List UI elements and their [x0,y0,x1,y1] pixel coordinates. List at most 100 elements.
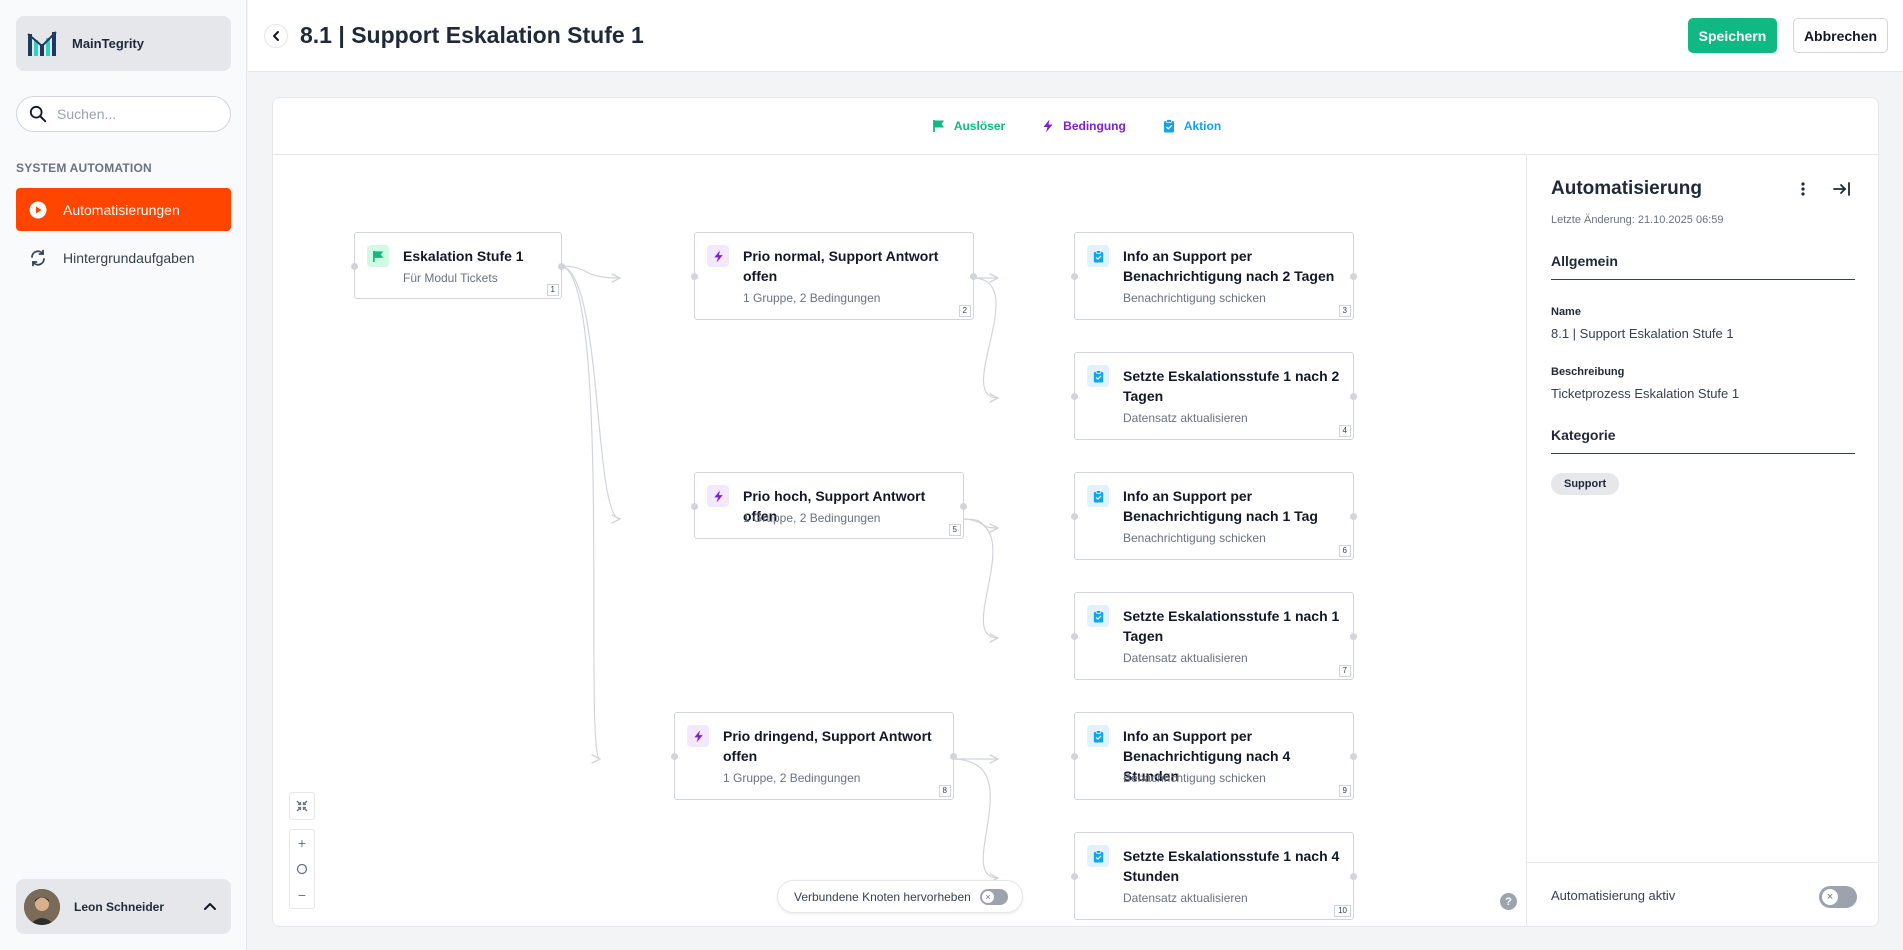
node-output-handle[interactable] [960,503,967,510]
fit-view-control [289,792,315,820]
section-label: SYSTEM AUTOMATION [16,161,152,175]
cancel-button[interactable]: Abbrechen [1793,18,1888,53]
node-number: 4 [1338,425,1351,437]
collapse-right-icon[interactable] [1833,181,1851,197]
section-general: Allgemein [1551,253,1855,280]
node-input-handle[interactable] [1071,753,1078,760]
node-output-handle[interactable] [950,753,957,760]
node-input-handle[interactable] [1071,513,1078,520]
node-subtitle: Für Modul Tickets [403,271,498,285]
category-chip[interactable]: Support [1551,473,1620,495]
user-menu[interactable]: Leon Schneider [16,879,231,934]
clipboard-icon [1087,245,1109,267]
legend-trigger: Auslöser [932,119,1005,133]
edge-1-8 [559,265,600,759]
node-input-handle[interactable] [691,503,698,510]
edge-8-10 [951,758,998,878]
node-subtitle: Datensatz aktualisieren [1123,891,1248,905]
node-number: 10 [1334,905,1351,917]
node-subtitle: Datensatz aktualisieren [1123,651,1248,665]
automation-panel: Auslöser Bedingung Aktion [272,97,1879,927]
node-title: Prio dringend, Support Antwort offen [723,728,932,764]
node-type-legend: Auslöser Bedingung Aktion [273,98,1878,155]
node-input-handle[interactable] [1071,393,1078,400]
bolt-icon [687,725,709,747]
flow-node-action[interactable]: Info an Support per Benachrichtigung nac… [1071,232,1357,320]
flow-node-condition[interactable]: Prio hoch, Support Antwort offen 1 Grupp… [691,472,967,539]
close-icon: × [982,891,994,903]
flag-icon [367,245,389,267]
flow-node-action[interactable]: Setzte Eskalationsstufe 1 nach 2 Tagen D… [1071,352,1357,440]
description-value: Ticketprozess Eskalation Stufe 1 [1551,386,1740,401]
active-toggle-row: Automatisierung aktiv × [1527,862,1878,926]
details-panel: Automatisierung Letzte Änderung: 21.10.2… [1526,155,1878,926]
flow-node-action[interactable]: Setzte Eskalationsstufe 1 nach 1 Tagen D… [1071,592,1357,680]
zoom-in-button[interactable]: + [297,835,307,851]
node-title: Eskalation Stufe 1 [403,248,524,264]
active-switch[interactable]: × [1819,886,1857,908]
node-output-handle[interactable] [1350,753,1357,760]
sidebar: MainTegrity SYSTEM AUTOMATION Automatisi… [0,0,247,950]
fit-view-button[interactable] [289,793,315,819]
play-circle-icon [28,200,48,220]
node-output-handle[interactable] [970,273,977,280]
node-input-handle[interactable] [691,273,698,280]
legend-action: Aktion [1162,119,1221,133]
clipboard-icon [1087,845,1109,867]
last-modified: Letzte Änderung: 21.10.2025 06:59 [1551,214,1724,226]
flow-canvas[interactable]: Eskalation Stufe 1 Für Modul Tickets 1 P… [273,155,1526,926]
zoom-reset-button[interactable] [289,856,315,882]
section-category: Kategorie [1551,427,1855,454]
node-output-handle[interactable] [1350,513,1357,520]
highlight-connected-nodes-toggle[interactable]: Verbundene Knoten hervorheben × [777,880,1023,913]
node-subtitle: 1 Gruppe, 2 Bedingungen [743,291,881,305]
bolt-icon [707,245,729,267]
node-output-handle[interactable] [558,263,565,270]
flow-node-action[interactable]: Info an Support per Benachrichtigung nac… [1071,472,1357,560]
highlight-switch[interactable]: × [980,889,1008,905]
clipboard-icon [1087,605,1109,627]
node-title: Prio normal, Support Antwort offen [743,248,939,284]
details-title: Automatisierung [1551,178,1702,199]
more-vertical-icon[interactable] [1795,181,1811,197]
edge-1-5 [559,265,620,519]
flow-node-action[interactable]: Info an Support per Benachrichtigung nac… [1071,712,1357,800]
flow-node-condition[interactable]: Prio dringend, Support Antwort offen 1 G… [671,712,957,800]
node-input-handle[interactable] [1071,873,1078,880]
node-input-handle[interactable] [1071,633,1078,640]
node-input-handle[interactable] [351,263,358,270]
flow-node-condition[interactable]: Prio normal, Support Antwort offen 1 Gru… [691,232,977,320]
node-title: Setzte Eskalationsstufe 1 nach 1 Tagen [1123,608,1340,644]
back-button[interactable] [264,24,288,48]
bolt-icon [707,485,729,507]
chevron-left-icon [273,31,279,41]
user-name: Leon Schneider [74,899,165,914]
flow-node-action[interactable]: Setzte Eskalationsstufe 1 nach 4 Stunden… [1071,832,1357,920]
node-input-handle[interactable] [1071,273,1078,280]
node-title: Info an Support per Benachrichtigung nac… [1123,488,1318,524]
node-subtitle: 1 Gruppe, 2 Bedingungen [743,511,881,525]
search-input[interactable] [57,106,217,122]
help-button[interactable]: ? [1500,893,1517,910]
node-output-handle[interactable] [1350,633,1357,640]
collapse-arrows-icon [296,800,308,812]
node-subtitle: Benachrichtigung schicken [1123,771,1266,785]
sidebar-item-automatisierungen[interactable]: Automatisierungen [16,188,231,231]
node-output-handle[interactable] [1350,393,1357,400]
brand[interactable]: MainTegrity [16,16,231,71]
node-input-handle[interactable] [671,753,678,760]
node-output-handle[interactable] [1350,873,1357,880]
node-subtitle: Datensatz aktualisieren [1123,411,1248,425]
chevron-up-icon[interactable] [201,898,219,916]
node-subtitle: Benachrichtigung schicken [1123,291,1266,305]
edge-5-7 [961,518,998,638]
flow-node-trigger[interactable]: Eskalation Stufe 1 Für Modul Tickets 1 [351,232,565,299]
zoom-out-button[interactable]: − [297,887,307,903]
save-button[interactable]: Speichern [1688,18,1777,53]
node-output-handle[interactable] [1350,273,1357,280]
description-label: Beschreibung [1551,366,1625,378]
brand-name: MainTegrity [72,36,144,51]
legend-condition: Bedingung [1041,119,1126,133]
node-number: 7 [1338,665,1351,677]
sidebar-item-hintergrundaufgaben[interactable]: Hintergrundaufgaben [16,236,231,279]
